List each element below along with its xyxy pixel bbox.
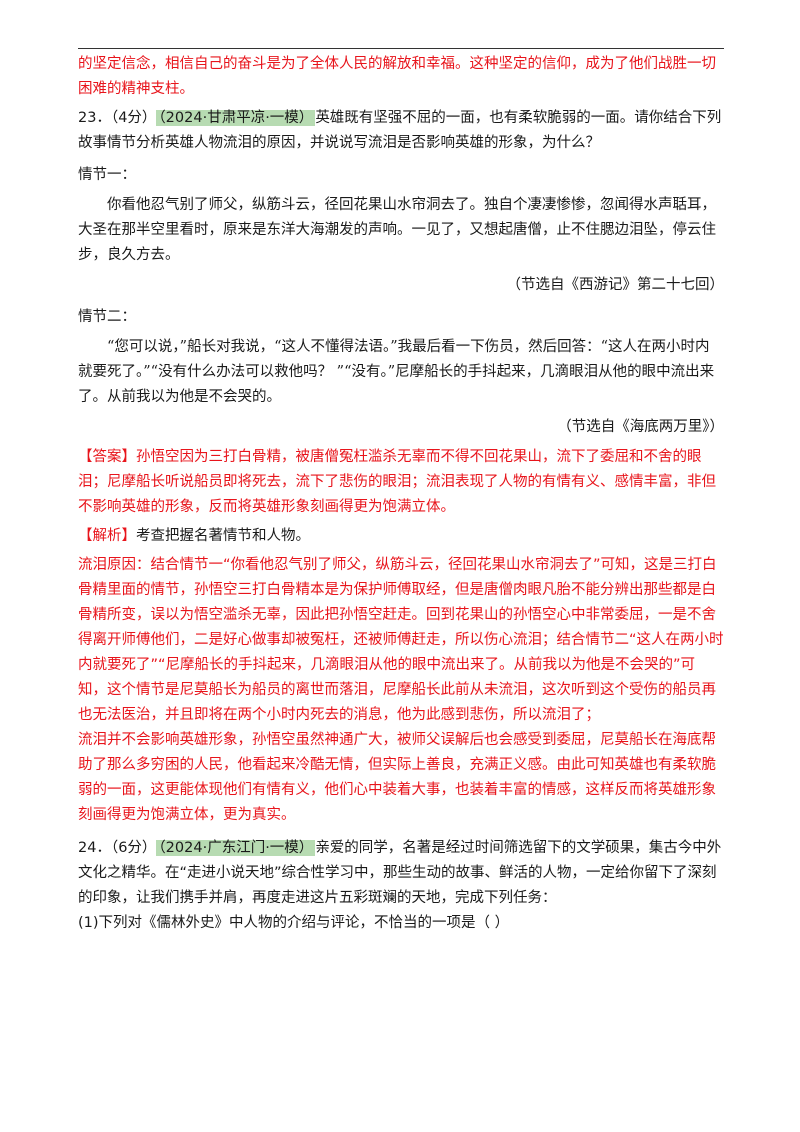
q23-stem: 23．（4分）（2024·甘肃平凉·一模）英雄既有坚强不屈的一面，也有柔软脆弱的…: [78, 106, 724, 156]
question-24: 24．（6分）（2024·广东江门·一模）亲爱的同学，名著是经过时间筛选留下的文…: [78, 836, 724, 936]
q24-text: 亲爱的同学，名著是经过时间筛选留下的文学硕果，集古今中外文化之精华。在“走进小说…: [78, 840, 722, 906]
q24-number: 24．: [78, 840, 111, 856]
q23-source-tag: （2024·甘肃平凉·一模）: [156, 110, 316, 126]
analysis-header: 【解析】考查把握名著情节和人物。: [78, 524, 724, 549]
answer-label: 【答案】: [78, 449, 136, 465]
q24-sub-question-1: (1)下列对《儒林外史》中人物的介绍与评论，不恰当的一项是（ ）: [78, 915, 510, 931]
answer-block: 【答案】孙悟空因为三打白骨精，被唐僧冤枉滥杀无辜而不得不回花果山，流下了委屈和不…: [78, 445, 724, 520]
plot2-text: “您可以说，”船长对我说，“这人不懂得法语。”我最后看一下伤员，然后回答：“这人…: [78, 339, 715, 405]
q24-score: （6分）: [110, 840, 157, 856]
plot2-label: 情节二：: [78, 309, 136, 325]
document-body: 的坚定信念，相信自己的奋斗是为了全体人民的解放和幸福。这种坚定的信仰，成为了他们…: [78, 52, 724, 936]
analysis-paragraph-2: 流泪并不会影响英雄形象，孙悟空虽然神通广大，被师父误解后也会感受到委屈，尼莫船长…: [78, 732, 716, 823]
q23-score: （4分）: [110, 110, 157, 126]
q23-text: 英雄既有坚强不屈的一面，也有柔软脆弱的一面。请你结合下列故事情节分析英雄人物流泪…: [78, 110, 722, 151]
plot1-source: （节选自《西游记》第二十七回）: [506, 277, 725, 293]
analysis-intro: 考查把握名著情节和人物。: [136, 528, 310, 544]
header-rule: [78, 48, 724, 49]
question-23: 23．（4分）（2024·甘肃平凉·一模）英雄既有坚强不屈的一面，也有柔软脆弱的…: [78, 106, 724, 828]
plot1-text: 你看他忍气别了师父，纵筋斗云，径回花果山水帘洞去了。独自个凄凄惨惨，忽闻得水声聒…: [78, 197, 716, 263]
answer-text: 孙悟空因为三打白骨精，被唐僧冤枉滥杀无辜而不得不回花果山，流下了委屈和不舍的眼泪…: [78, 449, 716, 515]
plot1-label: 情节一：: [78, 167, 136, 183]
intro-text: 的坚定信念，相信自己的奋斗是为了全体人民的解放和幸福。这种坚定的信仰，成为了他们…: [78, 56, 716, 97]
analysis-label: 【解析】: [78, 528, 136, 544]
q23-number: 23．: [78, 110, 111, 126]
plot2-source: （节选自《海底两万里》）: [557, 419, 724, 435]
q24-source-tag: （2024·广东江门·一模）: [156, 840, 316, 856]
analysis-paragraph-1: 流泪原因：结合情节一“你看他忍气别了师父，纵筋斗云，径回花果山水帘洞去了”可知，…: [78, 557, 724, 723]
q24-stem: 24．（6分）（2024·广东江门·一模）亲爱的同学，名著是经过时间筛选留下的文…: [78, 836, 724, 911]
